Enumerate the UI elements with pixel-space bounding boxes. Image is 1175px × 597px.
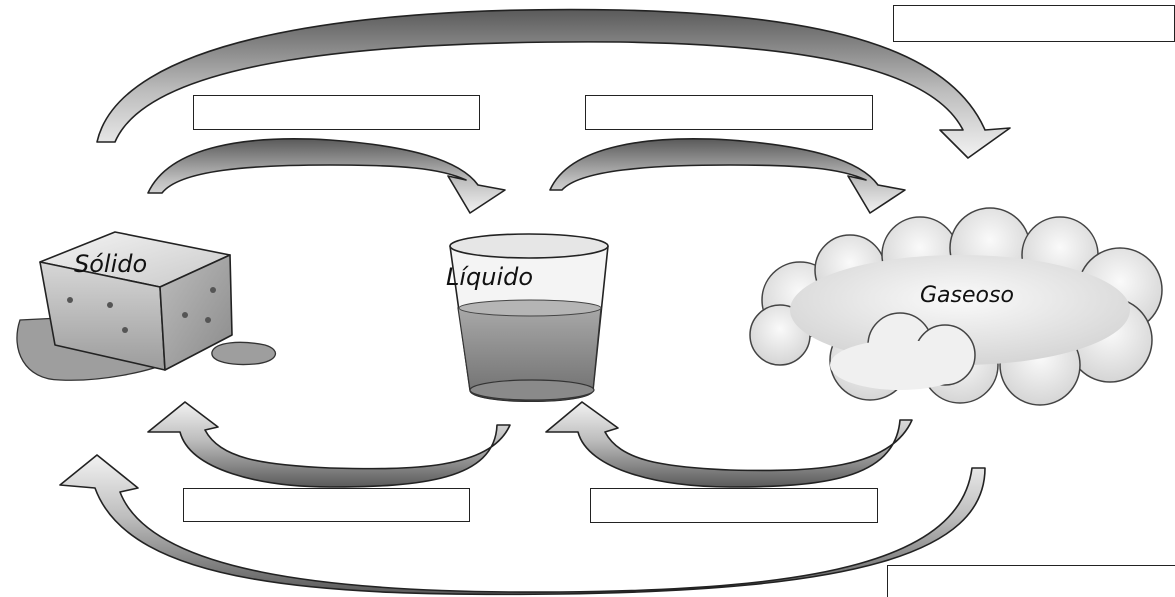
arrow-solid-to-gas [96, 8, 1011, 159]
arrow-liquid-to-gas [549, 138, 906, 214]
answer-box-solid-to-liquid[interactable] [193, 95, 480, 130]
liquid-label: Líquido [446, 263, 533, 291]
cloud-illustration [749, 207, 1163, 406]
solid-label: Sólido [74, 250, 147, 278]
arrow-liquid-to-solid [147, 401, 511, 488]
answer-box-solid-to-gas[interactable] [893, 5, 1175, 42]
answer-box-gas-to-solid[interactable] [887, 565, 1175, 597]
glass-of-water-illustration [449, 233, 609, 402]
answer-box-liquid-to-gas[interactable] [585, 95, 873, 130]
arrow-gas-to-liquid [545, 401, 913, 488]
gas-label: Gaseoso [920, 283, 1014, 308]
answer-box-liquid-to-solid[interactable] [183, 488, 470, 522]
arrow-gas-to-solid [59, 454, 986, 596]
answer-box-gas-to-liquid[interactable] [590, 488, 878, 523]
ice-cube-illustration [16, 231, 277, 381]
arrow-solid-to-liquid [147, 138, 506, 214]
